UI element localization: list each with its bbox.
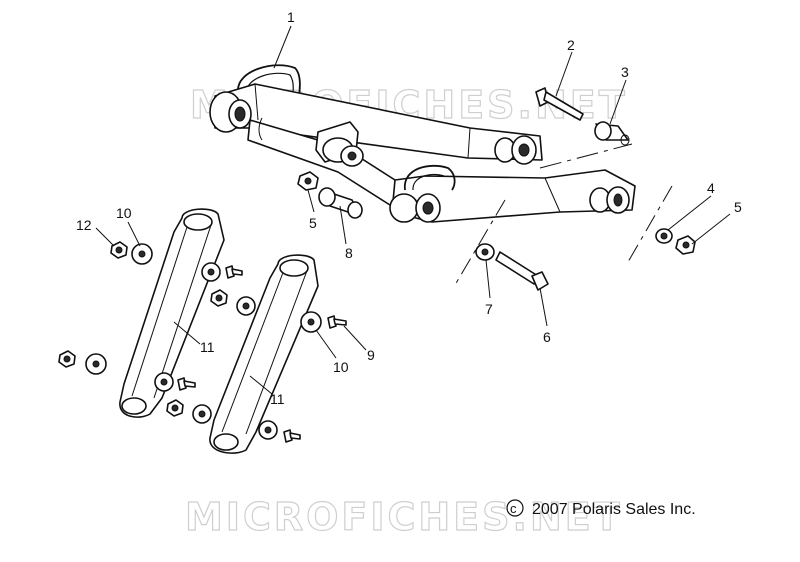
callout-10-top: 10 (116, 205, 132, 221)
copyright-symbol: c (510, 501, 517, 516)
washer-icon (154, 372, 174, 392)
nut-icon (210, 289, 228, 307)
callout-6: 6 (543, 329, 551, 345)
callout-12: 12 (76, 217, 92, 233)
nut-icon (166, 399, 184, 417)
callout-8: 8 (345, 245, 353, 261)
bolt-icon (177, 377, 196, 391)
bolt-icon (495, 251, 549, 291)
callout-5-right: 5 (734, 199, 742, 215)
copyright-text: 2007 Polaris Sales Inc. (532, 501, 696, 518)
bolt-icon (225, 265, 243, 279)
bolt-icon (327, 315, 347, 329)
nut-icon (297, 171, 319, 191)
callout-2: 2 (567, 37, 575, 53)
callout-11-left: 11 (200, 339, 215, 355)
nut-icon (58, 350, 76, 368)
washer-icon (201, 262, 221, 282)
bushing-icon (318, 187, 363, 219)
callout-3: 3 (621, 64, 629, 80)
bolt-icon (535, 87, 584, 121)
washer-icon (655, 228, 673, 244)
callout-1: 1 (287, 9, 295, 25)
nut-icon (675, 235, 696, 255)
callout-5-left: 5 (309, 215, 317, 231)
copyright-notice: c 2007 Polaris Sales Inc. (506, 499, 696, 518)
washer-icon (300, 311, 322, 333)
bushing-icon (594, 121, 630, 146)
link-arm-icon (209, 254, 319, 454)
washer-icon (85, 353, 107, 375)
callout-9: 9 (367, 347, 375, 363)
copyright-circle (506, 499, 524, 517)
link-arm-icon (119, 208, 225, 418)
washer-icon (475, 243, 495, 261)
callout-4: 4 (707, 180, 715, 196)
callout-7: 7 (485, 301, 493, 317)
washer-icon (192, 404, 212, 424)
callout-11-right: 11 (270, 391, 285, 407)
callout-10-bottom: 10 (333, 359, 349, 375)
nut-icon (110, 241, 128, 259)
a-arm-icon (209, 64, 636, 223)
watermark-bottom: MICROFICHES.NET (185, 495, 623, 539)
washer-icon (258, 420, 278, 440)
bolt-icon (283, 429, 301, 443)
washer-icon (131, 243, 153, 265)
washer-icon (236, 296, 256, 316)
